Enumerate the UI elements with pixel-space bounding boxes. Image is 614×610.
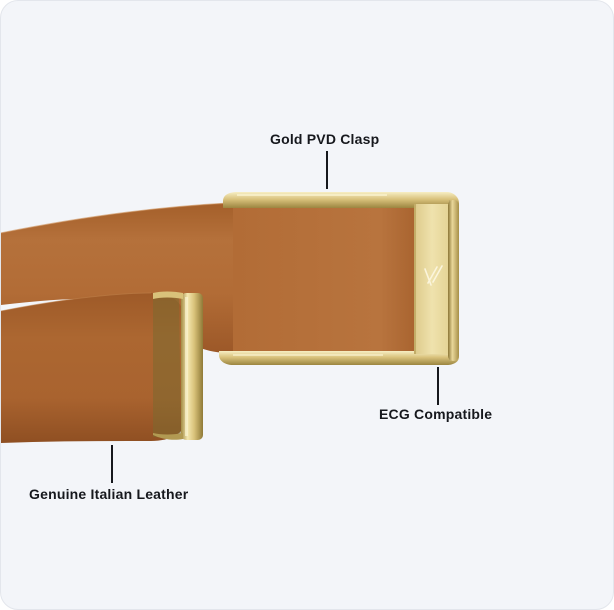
strap-inside-clasp [233,205,417,353]
callout-genuine-italian-leather: Genuine Italian Leather [29,486,189,502]
callout-ecg-compatible: ECG Compatible [379,406,493,422]
leader-line-ecg [437,367,439,405]
callout-gold-pvd-clasp: Gold PVD Clasp [270,131,380,147]
clasp-logo-plate [414,204,450,354]
leader-line-leather [111,445,113,483]
strap-front-layer [1,293,185,443]
keeper-loop [181,293,203,440]
withings-w-logo-icon [424,265,443,286]
leader-line-clasp [326,151,328,189]
keeper-back [153,293,181,439]
